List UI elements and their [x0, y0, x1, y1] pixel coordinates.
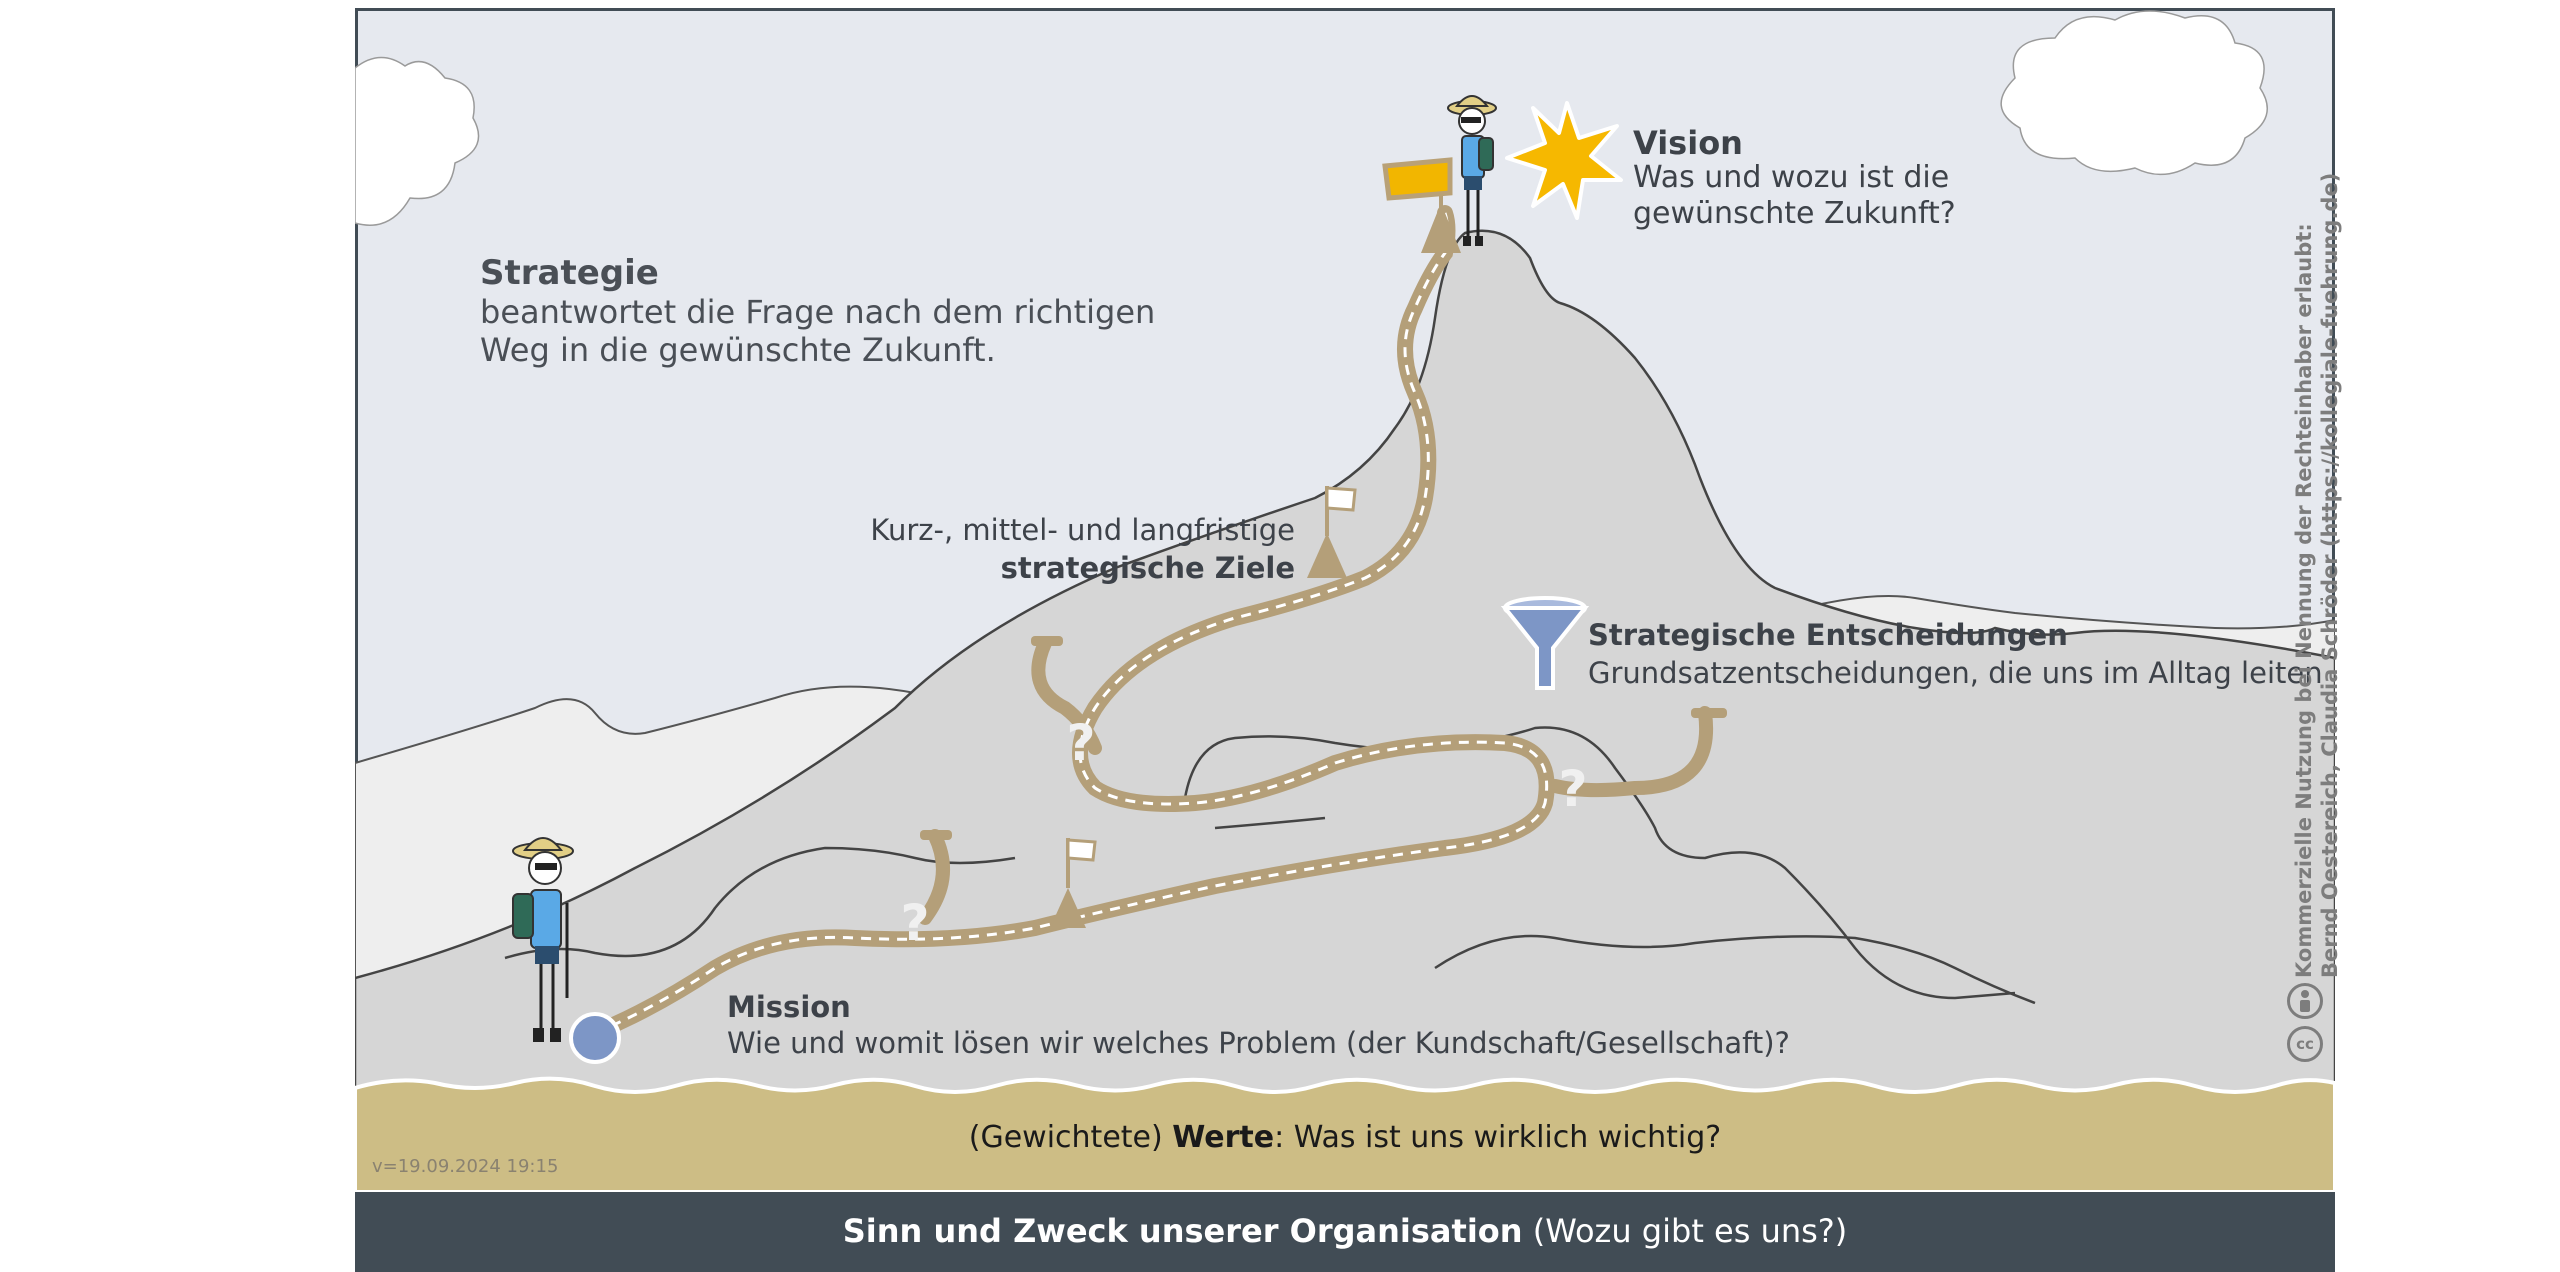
license-text: Kommerzielle Nutzung bei Nennung der Rec… [2291, 173, 2343, 978]
main-mountain [355, 229, 2335, 1100]
vision-title: Vision [1633, 124, 1743, 162]
mountain-illustration: ? ? ? [355, 8, 2335, 1271]
strategy-title: Strategie [480, 253, 659, 293]
mission-text: Wie und womit lösen wir welches Problem … [727, 1026, 1790, 1060]
goals-title: strategische Ziele [1000, 551, 1295, 585]
strategy-text: Weg in die gewünschte Zukunft. [480, 331, 996, 369]
footer-bold: Sinn und Zweck unserer Organisation [842, 1212, 1523, 1250]
goals-text: Kurz-, mittel- und langfristige [870, 513, 1295, 547]
values-text: (Gewichtete) Werte: Was ist uns wirklich… [355, 1120, 2335, 1155]
values-prefix: (Gewichtete) [968, 1120, 1173, 1155]
summit-flag-icon [1382, 157, 1461, 253]
question-mark: ? [900, 894, 929, 952]
footer-suffix: (Wozu gibt es uns?) [1522, 1212, 1848, 1250]
decisions-text: Grundsatzentscheidungen, die uns im Allt… [1588, 656, 2323, 690]
version-stamp: v=19.09.2024 19:15 [372, 1156, 559, 1177]
strategy-text: beantwortet die Frage nach dem richtigen [480, 293, 1156, 331]
start-marker [569, 1012, 621, 1064]
values-suffix: : Was ist uns wirklich wichtig? [1274, 1120, 1722, 1155]
values-bold: Werte [1172, 1120, 1275, 1155]
terrain-lines [504, 726, 2036, 1005]
ground-values [355, 1076, 2335, 1194]
vision-text: gewünschte Zukunft? [1633, 196, 1956, 231]
cloud-left [355, 56, 480, 226]
mission-title: Mission [727, 990, 851, 1024]
flag-icon [1307, 486, 1357, 578]
cloud-right [2000, 10, 2268, 176]
decisions-title: Strategische Entscheidungen [1588, 618, 2068, 652]
main-path-dashes [594, 212, 1549, 1035]
vision-text: Was und wozu ist die [1633, 160, 1950, 195]
sun-icon [1505, 101, 1623, 220]
strategy-diagram: ? ? ? [355, 8, 2342, 1272]
question-mark: ? [1558, 760, 1587, 818]
question-mark: ? [1066, 714, 1095, 772]
attribution-icon [2287, 983, 2323, 1019]
purpose-footer: Sinn und Zweck unserer Organisation (Woz… [355, 1192, 2335, 1272]
license-line: Bernd Oestereich, Claudia Schröder (http… [2318, 172, 2342, 978]
hiker-base-icon [512, 837, 574, 1042]
flag-icon [1050, 838, 1097, 928]
license-line: Kommerzielle Nutzung bei Nennung der Rec… [2292, 223, 2316, 978]
hiker-summit-icon [1447, 95, 1497, 246]
cc-icon: cc [2287, 1026, 2323, 1062]
funnel-icon [1500, 596, 1590, 690]
side-path-caps [920, 636, 1727, 840]
